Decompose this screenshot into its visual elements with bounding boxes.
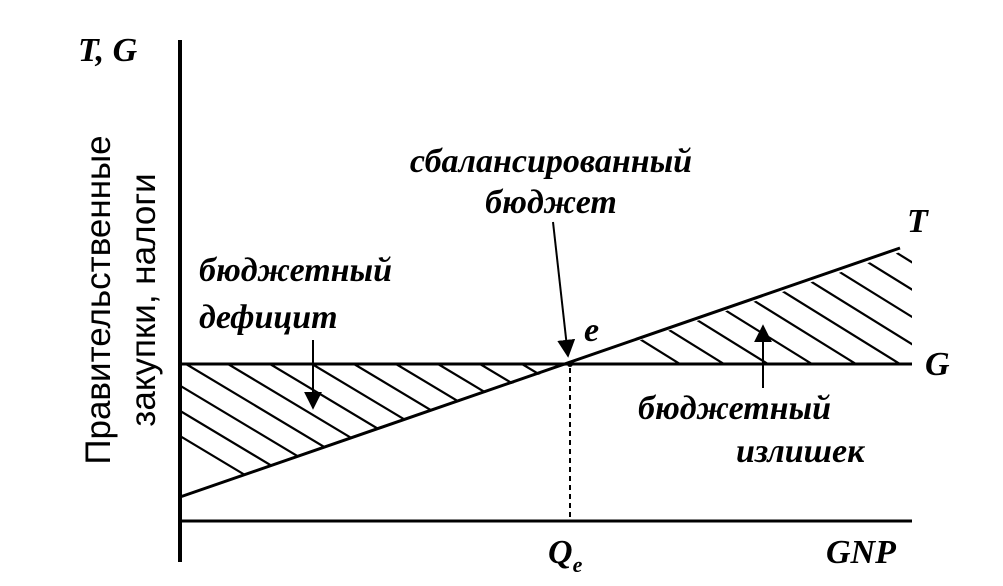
point-label: e xyxy=(584,312,599,349)
hatch-line xyxy=(185,364,414,497)
g-line-label: G xyxy=(925,346,950,383)
surplus-label-line2: излишек xyxy=(736,433,865,470)
hatch-line xyxy=(437,364,570,497)
y-axis-symbol: T, G xyxy=(78,32,138,69)
hatch-line xyxy=(570,248,681,364)
q-label-main: Q xyxy=(548,534,573,571)
y-axis-title-line1: Правительственные xyxy=(79,135,118,464)
t-line-label: T xyxy=(907,203,929,240)
y-axis-title: Правительственные закупки, налоги xyxy=(79,135,163,464)
deficit-label-line1: бюджетный xyxy=(199,252,392,289)
hatch-line xyxy=(611,248,813,364)
hatch-line xyxy=(831,248,912,364)
balanced-label-line1: сбалансированный xyxy=(410,143,692,180)
q-label: Qe xyxy=(548,534,583,577)
y-axis-title-line2: закупки, налоги xyxy=(124,173,163,426)
hatch-line xyxy=(875,248,912,364)
hatch-line xyxy=(787,248,912,364)
hatch-line xyxy=(479,364,570,497)
deficit-hatching xyxy=(180,364,570,497)
hatch-line xyxy=(570,248,725,364)
hatch-line xyxy=(227,364,456,497)
deficit-label-line2: дефицит xyxy=(199,299,338,336)
q-label-sub: e xyxy=(573,552,583,577)
hatch-line xyxy=(655,248,857,364)
hatch-line xyxy=(521,364,570,497)
t-line xyxy=(179,246,901,499)
hatch-line xyxy=(563,364,570,497)
hatch-line xyxy=(353,364,570,497)
equilibrium-point xyxy=(567,361,573,367)
balanced-label-line2: бюджет xyxy=(485,184,617,221)
balanced-arrow xyxy=(552,221,576,358)
hatch-line xyxy=(743,248,912,364)
hatch-line xyxy=(269,364,498,497)
x-axis-symbol: GNP xyxy=(826,534,896,571)
surplus-label-line1: бюджетный xyxy=(638,390,831,427)
